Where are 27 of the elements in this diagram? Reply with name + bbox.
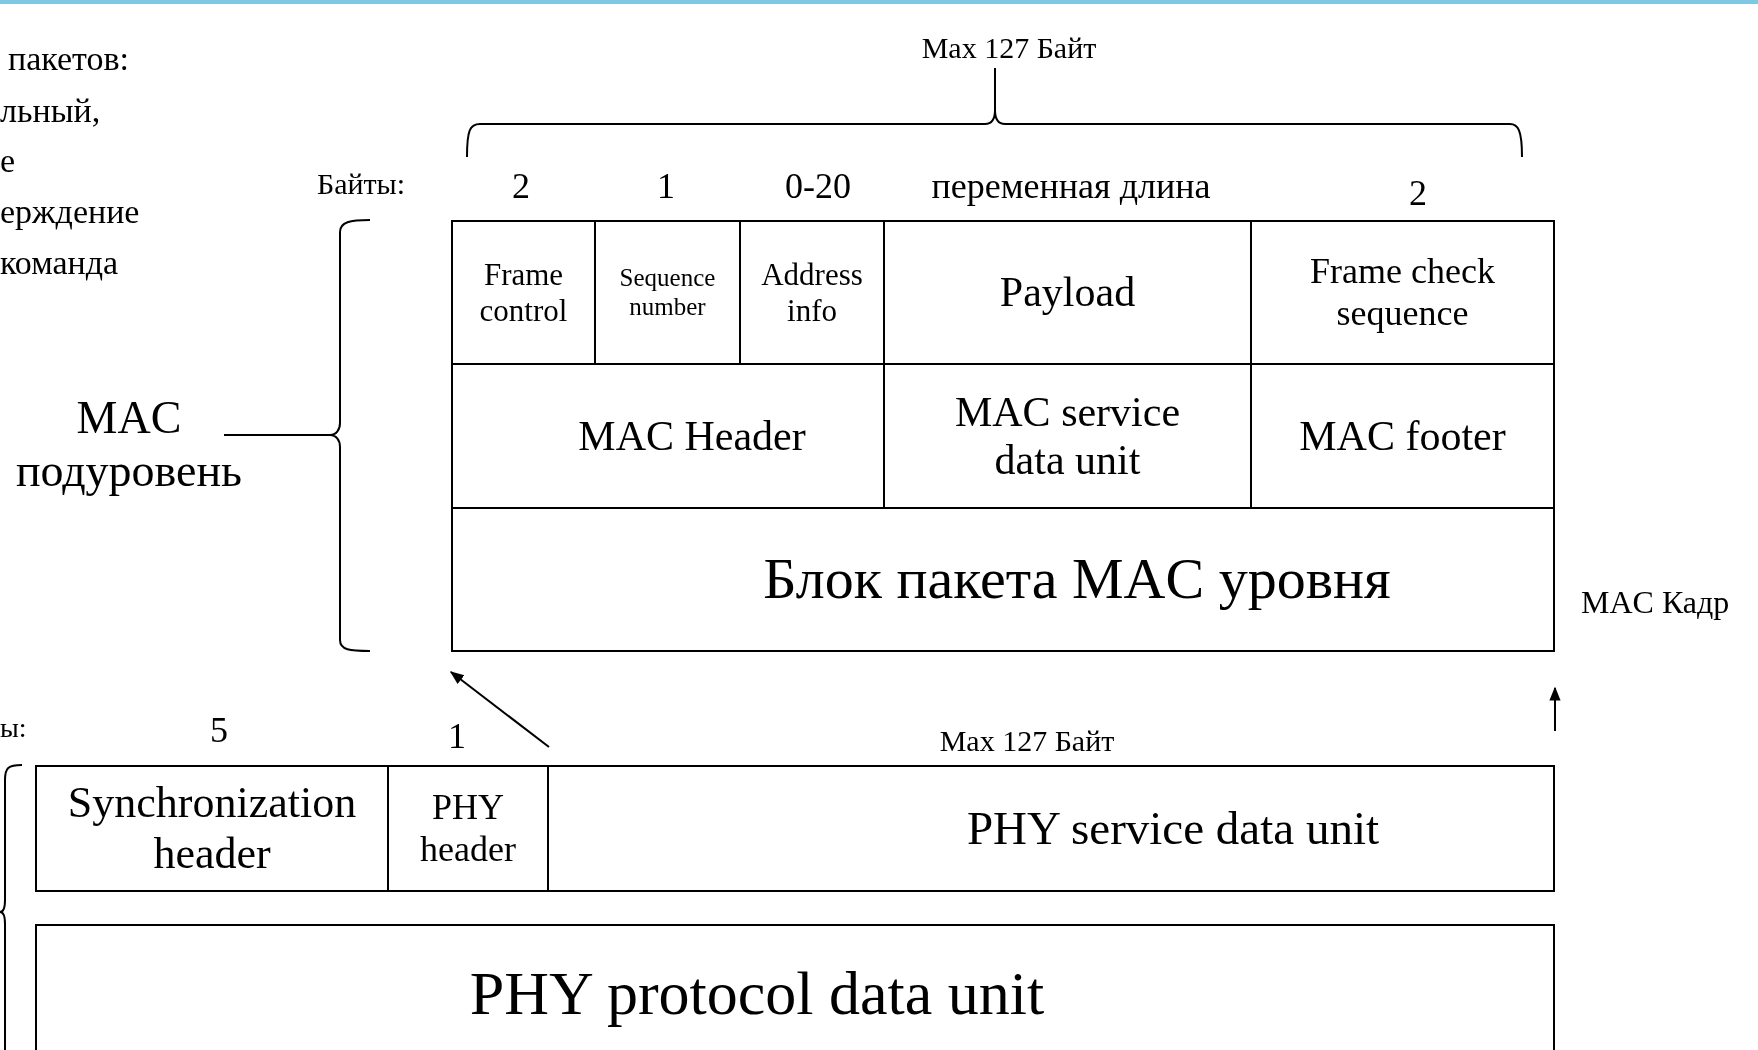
row-label: ы: (0, 714, 27, 742)
note-text: пакетов: (8, 42, 129, 76)
note-text: е (0, 144, 16, 178)
arrow (1549, 686, 1561, 732)
field-cell: Frame control (451, 220, 596, 365)
data-unit-cell: PHY service data unit (547, 765, 1555, 892)
field-cell: Synchronization header (35, 765, 389, 892)
byte-count: 2 (1409, 175, 1427, 211)
frame-block: PHY protocol data unit (35, 924, 1555, 1050)
size-label: Max 127 Байт (921, 33, 1097, 63)
byte-count: 2 (512, 168, 530, 204)
note-text: команда (0, 246, 119, 280)
row-label: Байты: (316, 169, 406, 199)
byte-count: 0-20 (785, 168, 851, 204)
note-text: ерждение (0, 195, 140, 229)
layer-label: MAC подуровень (14, 392, 244, 498)
note-text: льный, (0, 94, 101, 128)
size-label: Max 127 Байт (939, 726, 1115, 756)
arrow (449, 671, 550, 748)
field-cell: Frame check sequence (1250, 220, 1555, 365)
byte-count: 1 (657, 168, 675, 204)
frame-label: MAC Кадр (1581, 586, 1730, 618)
byte-count: 5 (210, 712, 228, 748)
field-cell: PHY header (387, 765, 549, 892)
field-length: переменная длина (931, 168, 1211, 204)
frame-block: Блок пакета MAC уровня (451, 507, 1555, 652)
byte-count: 1 (448, 718, 466, 754)
